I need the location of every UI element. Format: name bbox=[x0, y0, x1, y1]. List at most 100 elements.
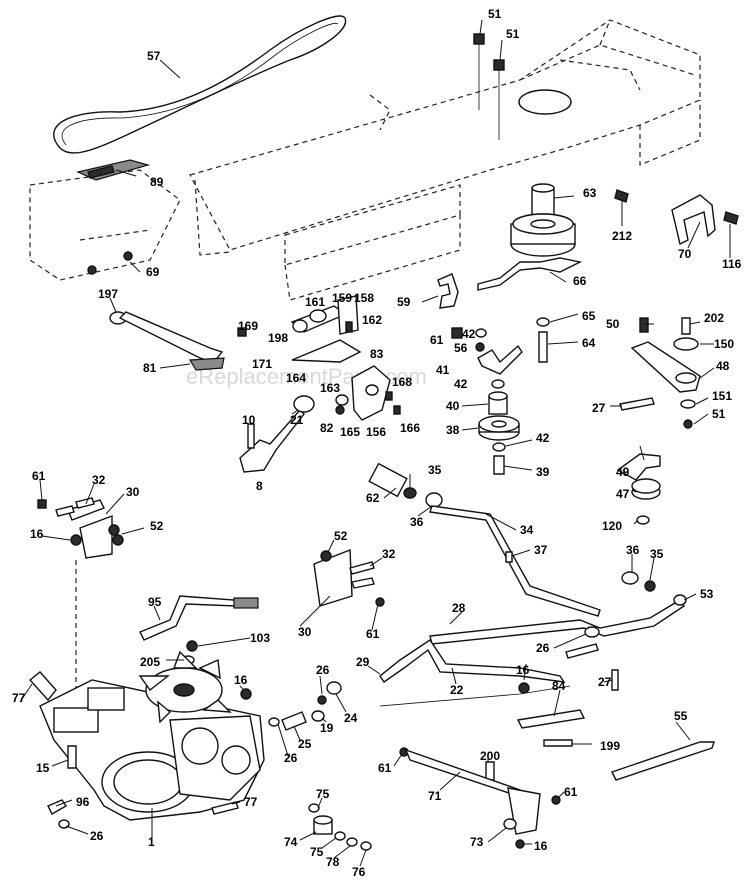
rod-end bbox=[673, 594, 687, 606]
label-32: 32 bbox=[382, 547, 396, 561]
label-38: 38 bbox=[446, 423, 460, 437]
washer bbox=[335, 394, 349, 406]
washer bbox=[346, 837, 358, 847]
label-69: 69 bbox=[146, 265, 160, 279]
label-50: 50 bbox=[606, 317, 620, 331]
bolt bbox=[393, 405, 401, 415]
bolt bbox=[385, 391, 393, 401]
nut bbox=[683, 419, 693, 429]
label-202: 202 bbox=[704, 311, 724, 325]
label-61: 61 bbox=[430, 333, 444, 347]
label-34: 34 bbox=[520, 523, 534, 537]
bolt bbox=[639, 317, 649, 333]
label-95: 95 bbox=[148, 595, 162, 609]
washer bbox=[360, 841, 372, 851]
nut bbox=[317, 695, 327, 705]
label-32: 32 bbox=[92, 473, 106, 487]
control-rod bbox=[429, 599, 685, 645]
label-51: 51 bbox=[712, 407, 726, 421]
label-164: 164 bbox=[286, 371, 306, 385]
pin bbox=[505, 551, 513, 563]
label-161: 161 bbox=[305, 295, 325, 309]
bolt bbox=[237, 327, 247, 337]
leader-lines bbox=[19, 19, 731, 867]
nut bbox=[70, 534, 82, 546]
label-26: 26 bbox=[316, 663, 330, 677]
bolt bbox=[55, 505, 75, 517]
washer bbox=[326, 681, 342, 695]
nut bbox=[112, 534, 124, 546]
frame-outline bbox=[29, 19, 701, 301]
mounting-bracket bbox=[67, 499, 113, 559]
handle-grip bbox=[368, 462, 408, 498]
washer bbox=[636, 515, 650, 525]
label-16: 16 bbox=[516, 663, 530, 677]
shaft bbox=[516, 709, 586, 729]
label-66: 66 bbox=[573, 274, 587, 288]
nut bbox=[186, 640, 198, 652]
label-61: 61 bbox=[378, 761, 392, 775]
label-197: 197 bbox=[98, 287, 118, 301]
washer bbox=[334, 831, 346, 841]
label-103: 103 bbox=[250, 631, 270, 645]
label-26: 26 bbox=[284, 751, 298, 765]
bolt bbox=[565, 643, 599, 659]
bypass-rod bbox=[139, 595, 259, 641]
label-96: 96 bbox=[76, 795, 90, 809]
part-labels: 57 51 51 89 63 212 70 116 66 69 197 59 1… bbox=[12, 7, 742, 879]
washer bbox=[475, 328, 487, 338]
bolt bbox=[723, 211, 739, 225]
bolt bbox=[681, 317, 691, 335]
frame-hole bbox=[518, 89, 572, 115]
bolt bbox=[614, 189, 629, 203]
label-62: 62 bbox=[366, 491, 380, 505]
idler-pulley bbox=[478, 415, 520, 441]
label-63: 63 bbox=[583, 186, 597, 200]
label-49: 49 bbox=[616, 465, 630, 479]
washer bbox=[621, 571, 639, 585]
pulley bbox=[631, 478, 661, 500]
bolt bbox=[87, 265, 97, 275]
label-61: 61 bbox=[32, 469, 46, 483]
label-53: 53 bbox=[700, 587, 714, 601]
nut bbox=[493, 59, 505, 140]
label-56: 56 bbox=[454, 341, 468, 355]
label-83: 83 bbox=[370, 347, 384, 361]
label-120: 120 bbox=[602, 519, 622, 533]
nut bbox=[375, 597, 385, 607]
label-75: 75 bbox=[310, 845, 324, 859]
label-52: 52 bbox=[150, 519, 164, 533]
control-cable bbox=[379, 639, 566, 683]
shift-rod bbox=[429, 505, 601, 617]
bolt bbox=[37, 499, 47, 509]
nut bbox=[335, 405, 345, 415]
label-36: 36 bbox=[410, 515, 424, 529]
label-36: 36 bbox=[626, 543, 640, 557]
belt-guide-clip bbox=[87, 165, 115, 179]
label-168: 168 bbox=[392, 375, 412, 389]
label-30: 30 bbox=[126, 485, 140, 499]
label-171: 171 bbox=[252, 357, 272, 371]
bolt bbox=[123, 251, 133, 261]
nut bbox=[320, 550, 332, 562]
label-61: 61 bbox=[564, 785, 578, 799]
control-rod bbox=[118, 311, 225, 371]
bolt bbox=[493, 455, 505, 475]
label-162: 162 bbox=[362, 313, 382, 327]
bolt bbox=[349, 561, 375, 575]
label-75: 75 bbox=[316, 787, 330, 801]
brake-pedal-rod bbox=[239, 395, 315, 473]
label-30: 30 bbox=[298, 625, 312, 639]
label-10: 10 bbox=[242, 413, 256, 427]
label-27: 27 bbox=[598, 675, 612, 689]
nut bbox=[403, 487, 417, 499]
label-48: 48 bbox=[716, 359, 730, 373]
bracket bbox=[671, 194, 716, 246]
label-158: 158 bbox=[354, 291, 374, 305]
label-57: 57 bbox=[147, 49, 161, 63]
label-151: 151 bbox=[712, 389, 732, 403]
label-16: 16 bbox=[30, 527, 44, 541]
label-24: 24 bbox=[344, 711, 358, 725]
label-16: 16 bbox=[534, 839, 548, 853]
